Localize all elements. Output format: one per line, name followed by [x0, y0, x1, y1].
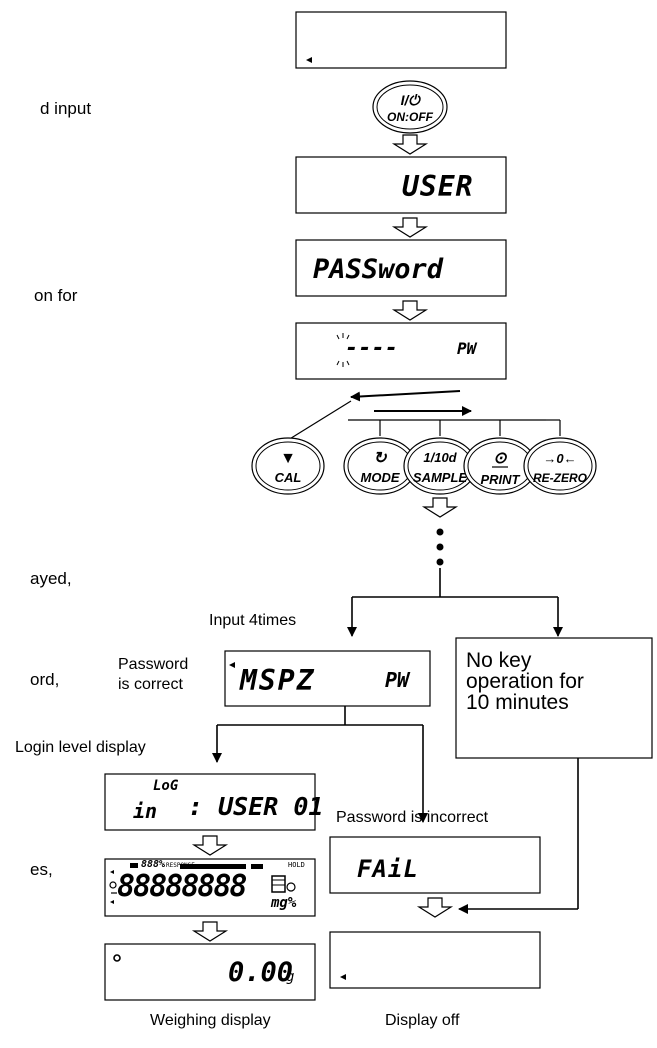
sample-label: SAMPLE [413, 470, 468, 485]
flow-arrow-icon [393, 300, 427, 321]
print-icon: ⊙ [493, 450, 507, 467]
display-login [104, 773, 316, 831]
display-fail [329, 836, 541, 894]
left-arrow [350, 390, 461, 402]
label-login-level: Login level display [15, 739, 146, 756]
button-connectors [287, 400, 561, 441]
rezero-button[interactable]: →0← RE-ZERO [523, 437, 597, 495]
cal-symbol-icon: ▼ [280, 450, 296, 467]
cal-button[interactable]: ▼ CAL [251, 437, 325, 495]
flow-arrow-icon [393, 134, 427, 155]
label-display-off: Display off [385, 1012, 460, 1029]
cal-label: CAL [275, 470, 302, 485]
lcd-login-bottom: in [133, 799, 158, 823]
left-text-fragment: ayed, [30, 569, 72, 588]
sample-button[interactable]: 1/10d SAMPLE [403, 437, 477, 495]
sample-top-label: 1/10d [423, 450, 457, 465]
onoff-bottom-label: ON:OFF [387, 110, 434, 124]
display-off-final [329, 931, 541, 989]
lcd-password-text: PASSword [313, 254, 444, 285]
lcd-percent: 888% [141, 859, 166, 870]
left-text-fragment: ord, [30, 670, 60, 689]
left-text-fragment: d input [40, 99, 92, 118]
display-password [295, 239, 507, 297]
display-pw-entry [295, 322, 507, 380]
lcd-login-user: : USER 01 [188, 792, 324, 821]
display-user [295, 156, 507, 214]
left-text-fragment: es, [30, 860, 53, 879]
lcd-pw-input-tag: PW [385, 668, 410, 692]
rezero-icon: →0← [543, 451, 576, 466]
lcd-pw-dashes: ---- [345, 336, 398, 361]
label-input-4times: Input 4times [209, 612, 297, 629]
label-no-key-operation: No key operation for 10 minutes [466, 649, 584, 714]
display-pw-input [224, 650, 431, 707]
lcd-pw-tag: PW [457, 339, 477, 358]
label-password-correct-2: is correct [118, 676, 183, 693]
print-label: PRINT [481, 472, 521, 487]
lcd-hold: HOLD [288, 861, 305, 869]
flow-arrow-icon [393, 217, 427, 238]
lcd-weighing-unit: g [286, 969, 295, 985]
lcd-all-digits: 88888888 [117, 869, 247, 904]
flow-arrow-icon [418, 897, 452, 918]
lcd-login-top: LoG [153, 778, 179, 794]
continuation-dots-icon [436, 528, 444, 566]
flow-arrow-icon [193, 921, 227, 942]
flow-arrow-icon [193, 835, 227, 856]
rezero-label: RE-ZERO [533, 471, 588, 485]
lcd-response: RESPONSE [166, 862, 195, 869]
display-weighing [104, 943, 316, 1001]
lcd-unit-mg: mg% [271, 895, 297, 911]
lcd-pw-input: MSPZ [240, 664, 316, 697]
no-key-operation-box [455, 637, 653, 759]
result-connector [217, 706, 423, 726]
label-password-incorrect: Password is incorrect [336, 809, 489, 826]
lcd-fail: FAiL [357, 855, 419, 883]
display-off-initial [295, 11, 507, 69]
lcd-user-text: USER [402, 170, 474, 203]
display-all-segments [104, 858, 316, 917]
onoff-button[interactable]: I/⏻ ON:OFF [372, 80, 448, 134]
lcd-weighing-value: 0.00 [228, 957, 294, 988]
onoff-top-label: I/⏻ [401, 92, 422, 108]
mode-cycle-icon: ↻ [373, 450, 387, 467]
split-connector [352, 568, 558, 598]
left-text-fragment: on for [34, 286, 78, 305]
blink-icon [336, 333, 350, 367]
label-weighing-display: Weighing display [150, 1012, 271, 1029]
label-password-correct-1: Password [118, 656, 189, 673]
mode-label: MODE [361, 470, 400, 485]
flow-arrow-icon [423, 497, 457, 518]
